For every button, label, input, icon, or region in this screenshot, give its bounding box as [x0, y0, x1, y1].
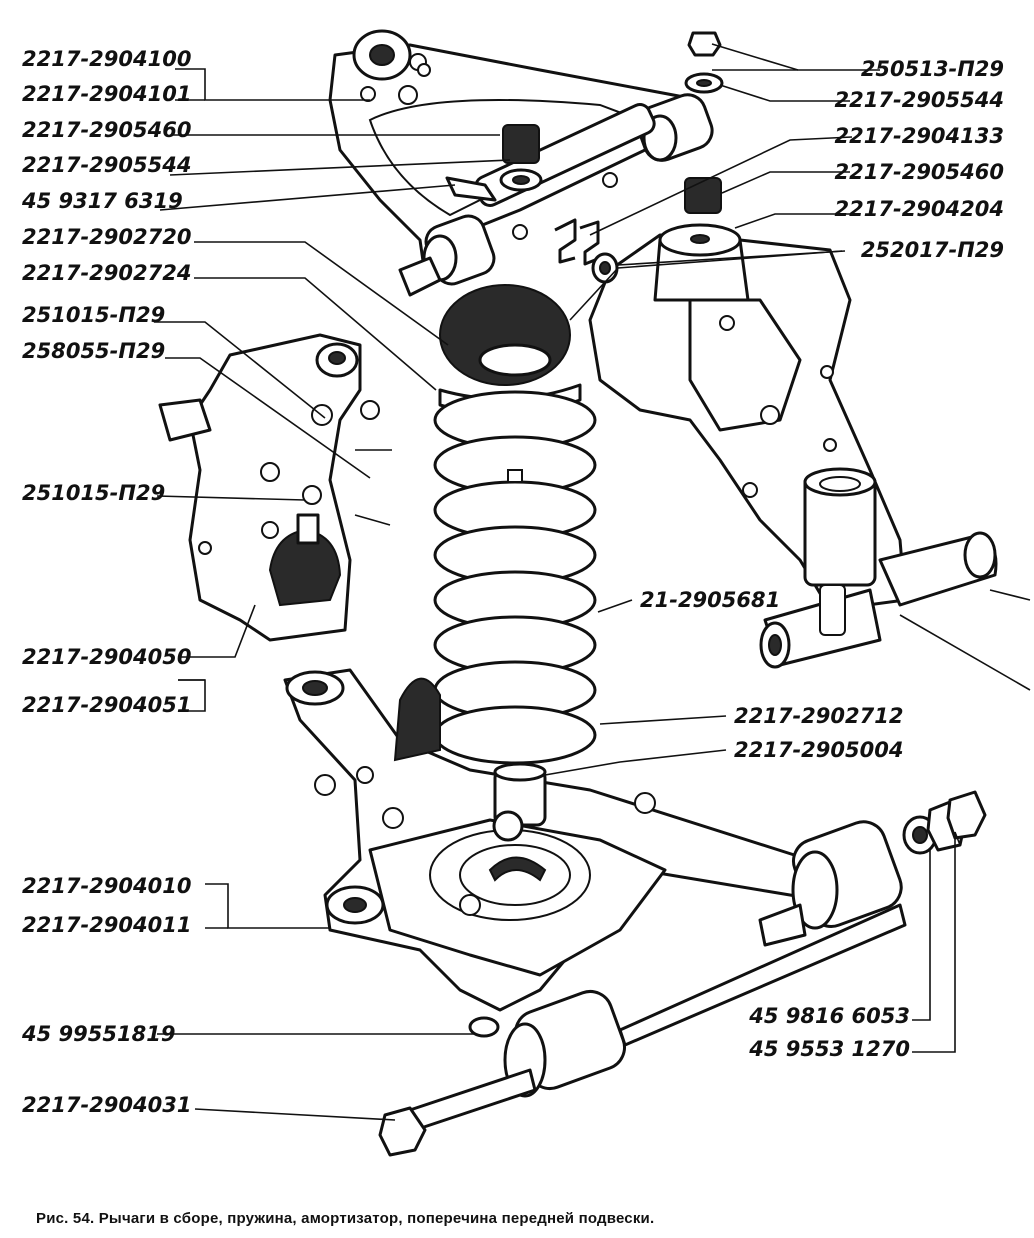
label-strut-rod: 2217-2904031: [22, 1093, 191, 1117]
label-cotter-upper: 251015-П29: [22, 303, 165, 327]
label-knuckle-support-alt: 2217-2904051: [22, 693, 191, 717]
label-bumper-upper: 2217-2905460: [22, 118, 191, 142]
label-nut-lower: 45 99551819: [21, 1022, 175, 1046]
upper-arm-small-parts: [445, 31, 724, 284]
crossmember: [588, 223, 1031, 691]
label-bumper-cup: 2217-2904204: [835, 197, 1004, 221]
label-knuckle-support: 2217-2904050: [22, 645, 191, 669]
label-lower-arm-alt: 2217-2904011: [22, 913, 191, 937]
knuckle-support: [158, 333, 392, 642]
label-nut-top-right: 250513-П29: [861, 57, 1004, 81]
label-upper-arm-alt: 2217-2904101: [22, 82, 191, 106]
label-washer-upper-left: 2217-2905544: [22, 153, 191, 177]
label-lower-arm: 2217-2904010: [22, 874, 191, 898]
label-bracket: 2217-2904133: [835, 124, 1004, 148]
label-spring-lower-cup: 2217-2902712: [734, 704, 903, 728]
label-nut-bottom-right: 45 9553 1270: [748, 1037, 910, 1061]
coil-spring: [433, 390, 597, 765]
label-bumper-right: 2217-2905460: [835, 160, 1004, 184]
part-labels: 2217-2904100 2217-2904101 2217-2905460 2…: [21, 47, 1004, 1117]
label-bolt-upper: 45 9317 6319: [21, 189, 183, 213]
label-washer-bottom-right: 45 9816 6053: [748, 1004, 910, 1028]
label-upper-arm: 2217-2904100: [22, 47, 191, 71]
label-shock-absorber: 2217-2905004: [734, 738, 903, 762]
label-spring: 21-2905681: [640, 588, 780, 612]
leader-lines: [154, 43, 961, 1121]
label-washer-top-right: 2217-2905544: [835, 88, 1004, 112]
figure-caption: Рис. 54. Рычаги в сборе, пружина, аморти…: [36, 1210, 655, 1227]
label-spring-seat: 2217-2902724: [22, 261, 191, 285]
label-spring-pad-upper: 2217-2902720: [22, 225, 191, 249]
lower-control-arm: [283, 668, 903, 1098]
label-washer-right: 252017-П29: [861, 238, 1004, 262]
strut-rods: [378, 790, 987, 1157]
label-cotter-lower: 251015-П29: [22, 481, 165, 505]
label-castle-nut: 258055-П29: [22, 339, 165, 363]
